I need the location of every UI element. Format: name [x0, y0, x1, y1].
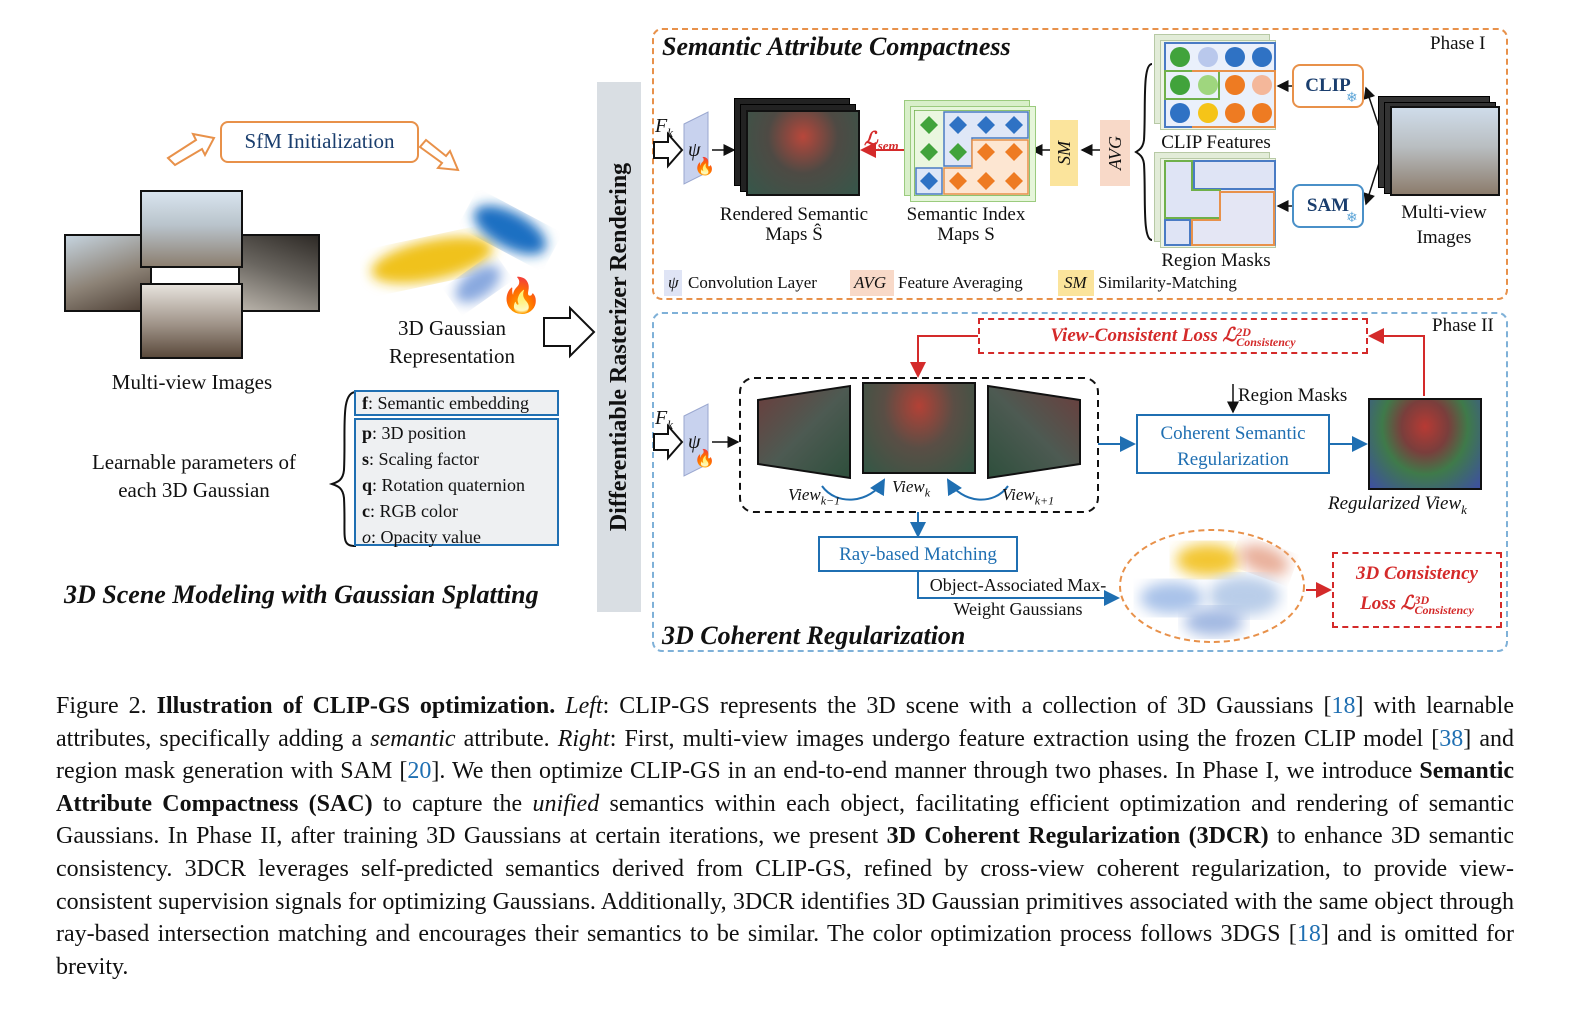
- view-prev-label: Viewk−1: [788, 485, 841, 508]
- view-next-label: Viewk+1: [1002, 485, 1055, 508]
- phase1-label: Phase I: [1430, 33, 1486, 54]
- view-consistent-loss-box: [978, 318, 1368, 354]
- legend-avg-text: Feature Averaging: [898, 273, 1023, 292]
- phase2-connectors: [653, 328, 1425, 606]
- ray-matching-label: Ray-based Matching: [839, 544, 997, 565]
- phase2-frame: [652, 312, 1508, 652]
- clip-label: CLIP: [1305, 75, 1351, 96]
- regularized-view-image: [1368, 398, 1482, 490]
- citation-link[interactable]: 38: [1439, 725, 1464, 752]
- learnable-label-2: each 3D Gaussian: [118, 478, 270, 502]
- coherent-label-1: Coherent Semantic: [1160, 423, 1306, 444]
- legend-sm-swatch: [1058, 270, 1094, 296]
- phase2-psi: ψ: [688, 431, 701, 453]
- index-label-2: Maps S: [937, 224, 995, 245]
- learnable-label-1: Learnable parameters of: [91, 450, 297, 474]
- image-left: [64, 234, 152, 312]
- rendered-label-1: Rendered Semantic: [719, 204, 869, 225]
- sam-snowflake-icon: ❄: [1346, 211, 1358, 226]
- phase1-fire-icon: 🔥: [694, 157, 716, 176]
- gaussian-blobs: [371, 205, 547, 303]
- param-p: p: 3D position: [362, 423, 467, 443]
- sam-box: [1292, 184, 1364, 228]
- sm-block: [1050, 120, 1078, 186]
- object-assoc-label-1: Object-Associated Max-: [929, 575, 1107, 595]
- legend-avg-swatch: [850, 270, 894, 296]
- left-arrows: [166, 132, 596, 547]
- phase2-fire-icon: 🔥: [694, 449, 716, 468]
- param-f-sym: f: [362, 393, 368, 413]
- gaussian-cluster-ellipse: [1119, 529, 1305, 643]
- phase1-fk: Fk: [655, 115, 673, 140]
- phase2-title: 3D Coherent Regularization: [662, 621, 966, 650]
- param-f-text: : Semantic embedding: [368, 393, 529, 413]
- phase2-fk: Fk: [655, 407, 673, 432]
- rasterizer-bar: [597, 82, 641, 612]
- phase1-psi: ψ: [688, 139, 701, 161]
- image-right: [238, 234, 320, 312]
- citation-link[interactable]: 20: [407, 758, 432, 785]
- legend-sm-key: SM: [1064, 273, 1087, 292]
- object-assoc-label-2: Weight Gaussians: [953, 599, 1083, 619]
- view-cur-label: Viewk: [892, 477, 931, 500]
- left-section-title: 3D Scene Modeling with Gaussian Splattin…: [64, 580, 539, 609]
- gaussian-label-2: Representation: [389, 344, 515, 368]
- phase1-loss: ℒsem: [864, 129, 899, 153]
- param-c: c: RGB color: [362, 501, 458, 521]
- legend-sm-text: Similarity-Matching: [1098, 273, 1237, 292]
- ray-matching-box: [818, 536, 1018, 572]
- region-masks-label: Region Masks: [1161, 250, 1271, 271]
- coherent-semantic-box: [1136, 414, 1330, 474]
- rendered-label-2: Maps Ŝ: [765, 224, 823, 245]
- sfm-initialization-box: [220, 121, 419, 163]
- fire-icon: 🔥: [500, 278, 543, 315]
- figure-caption: Figure 2. Illustration of CLIP-GS optimi…: [56, 693, 1515, 980]
- legend-psi-swatch: [664, 270, 682, 296]
- param-q: q: Rotation quaternion: [362, 475, 525, 495]
- param-s: s: Scaling factor: [362, 449, 479, 469]
- legend-avg-key: AVG: [854, 273, 887, 292]
- param-list: p: 3D position s: Scaling factor q: Rota…: [354, 418, 559, 547]
- image-top: [140, 190, 243, 268]
- image-bottom: [140, 283, 243, 359]
- citation-link[interactable]: 18: [1296, 921, 1321, 948]
- phase2-region-masks-label: Region Masks: [1238, 385, 1348, 406]
- citation-link[interactable]: 18: [1331, 693, 1356, 719]
- clip-features-label: CLIP Features: [1161, 132, 1271, 153]
- clip-snowflake-icon: ❄: [1346, 91, 1358, 106]
- phase1-title: Semantic Attribute Compactness: [662, 32, 1011, 61]
- gaussian-label-1: 3D Gaussian: [398, 316, 506, 340]
- regularized-view-label: Regularized Viewk: [1328, 493, 1467, 517]
- 3d-consistency-loss-box: [1332, 552, 1502, 628]
- phase2-label: Phase II: [1432, 315, 1494, 336]
- legend-psi-text: Convolution Layer: [688, 273, 817, 292]
- coherent-label-2: Regularization: [1177, 449, 1289, 470]
- legend-psi-key: ψ: [668, 273, 679, 292]
- sfm-label: SfM Initialization: [244, 129, 395, 153]
- multiview-images-label: Multi-view Images: [111, 370, 273, 394]
- multiview-label-2: Images: [1416, 227, 1472, 248]
- 3d-consistency-label-1: 3D Consistency: [1356, 563, 1478, 584]
- phase1-connectors: [653, 63, 1381, 241]
- param-o: o: Opacity value: [362, 527, 481, 547]
- semantic-embedding-param: f: Semantic embedding: [354, 390, 559, 416]
- avg-block: [1100, 120, 1130, 186]
- multiview-label-1: Multi-view: [1401, 202, 1487, 223]
- clip-box: [1292, 64, 1364, 108]
- index-label-1: Semantic Index: [906, 204, 1026, 225]
- phase1-frame: [652, 28, 1508, 300]
- sam-label: SAM: [1306, 195, 1350, 216]
